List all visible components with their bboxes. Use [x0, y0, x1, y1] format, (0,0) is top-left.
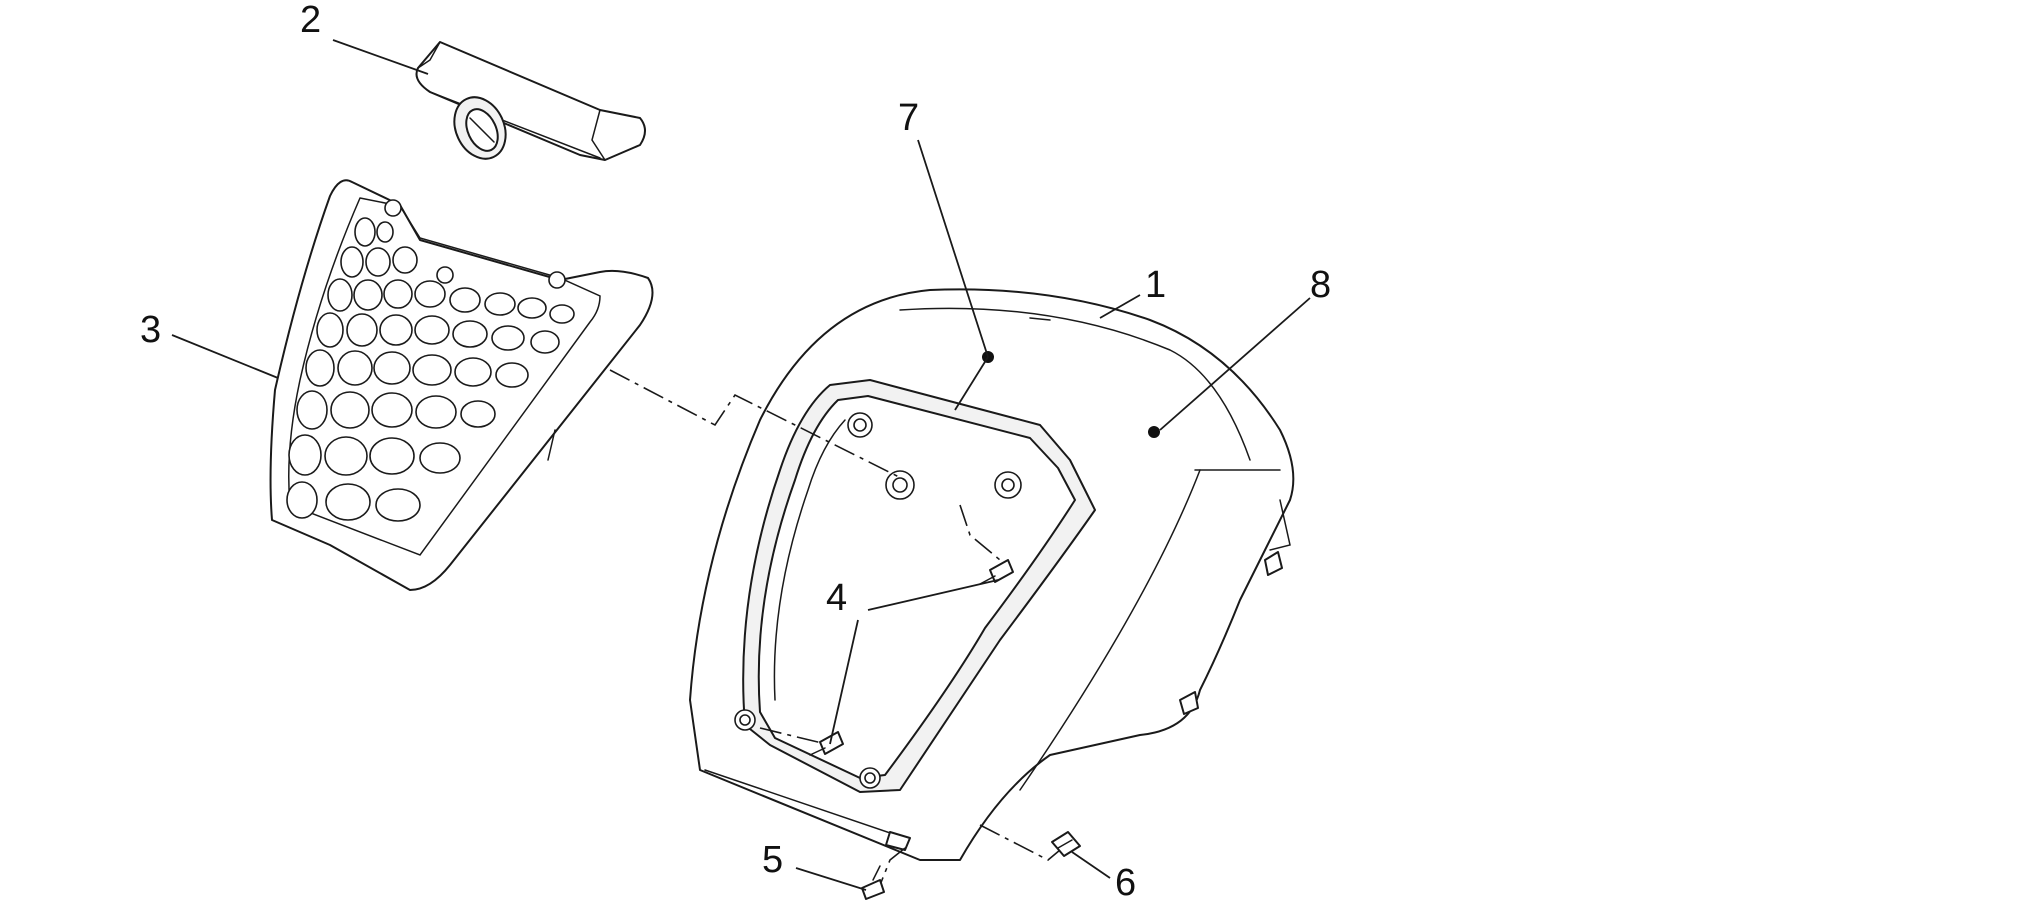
callout-2: 2	[300, 0, 321, 41]
callout-3: 3	[140, 309, 161, 351]
callout-1: 1	[1145, 264, 1166, 306]
grille-honeycomb	[286, 217, 575, 522]
marker-dot-8	[1148, 426, 1160, 438]
callout-4: 4	[826, 577, 847, 619]
screws	[809, 559, 1014, 756]
bottom-screw	[861, 865, 885, 900]
callout-5: 5	[762, 839, 783, 881]
front-emblem	[415, 41, 646, 161]
callout-labels: 2 3 7 1 8 4 5 6	[140, 0, 1331, 904]
assembly-lines	[609, 369, 1061, 886]
leader-lines	[171, 39, 1311, 891]
callout-8: 8	[1310, 264, 1331, 306]
clip	[1051, 831, 1081, 857]
callout-6: 6	[1115, 862, 1136, 904]
front-grille	[269, 179, 654, 591]
callout-7: 7	[898, 97, 919, 139]
